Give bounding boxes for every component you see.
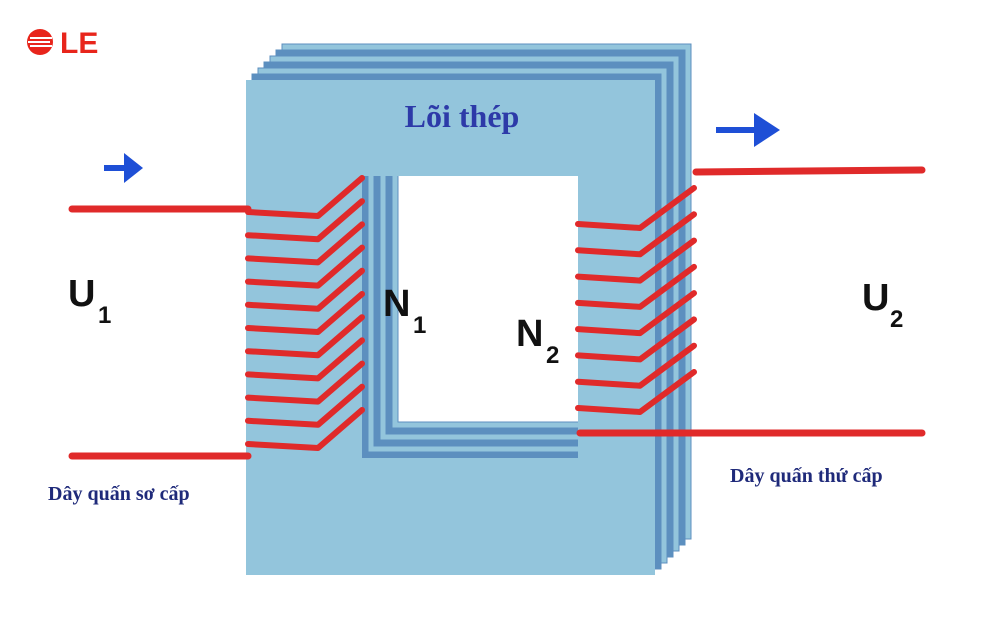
primary-turns-label: N 1 (383, 283, 426, 339)
secondary-top-lead (692, 166, 926, 176)
winding-turn (575, 369, 697, 415)
logo-mark-lines (28, 37, 52, 47)
winding-turn (245, 244, 365, 289)
winding-turn (245, 360, 365, 405)
n2-symbol: N (516, 313, 543, 355)
winding-turn (245, 337, 365, 382)
output-arrow-icon (716, 113, 780, 147)
primary-winding (245, 175, 365, 451)
winding-turn (245, 314, 365, 359)
winding-turn (245, 267, 365, 312)
logo: LE (27, 27, 98, 60)
winding-turn (575, 290, 697, 337)
input-arrow-icon (104, 153, 143, 183)
winding-turn (245, 175, 365, 219)
winding-turn (575, 211, 697, 258)
winding-turn (245, 407, 365, 451)
winding-turn (575, 237, 697, 284)
steel-core (246, 80, 655, 575)
winding-turn (575, 316, 697, 363)
winding-turn (245, 198, 365, 243)
secondary-winding-caption: Dây quấn thứ cấp (730, 465, 883, 487)
n2-subscript: 2 (546, 342, 559, 369)
secondary-voltage-label: U 2 (862, 277, 903, 333)
winding-turn (575, 342, 697, 389)
winding-turn (575, 185, 697, 231)
secondary-leads (576, 166, 926, 437)
winding-turn (245, 221, 365, 266)
u1-subscript: 1 (98, 302, 111, 329)
secondary-turns-label: N 2 (516, 313, 559, 369)
n1-subscript: 1 (413, 312, 426, 339)
winding-turn (245, 383, 365, 428)
core-label: Lõi thép (405, 98, 520, 134)
u2-symbol: U (862, 277, 889, 319)
logo-text: LE (60, 27, 98, 60)
u2-subscript: 2 (890, 306, 903, 333)
n1-symbol: N (383, 283, 410, 325)
secondary-winding (575, 185, 697, 415)
u1-symbol: U (68, 273, 95, 315)
primary-voltage-label: U 1 (68, 273, 111, 329)
winding-turn (575, 263, 697, 310)
primary-leads (68, 205, 252, 460)
winding-turn (245, 291, 365, 335)
primary-winding-caption: Dây quấn sơ cấp (48, 483, 190, 505)
